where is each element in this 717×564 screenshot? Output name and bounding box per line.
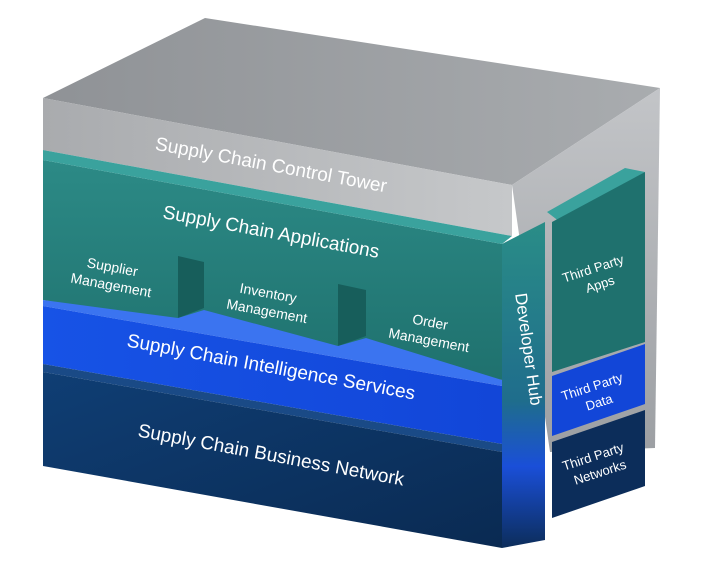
business-network-front-face	[43, 372, 502, 548]
third-party-data-face	[552, 344, 645, 436]
applications-front-face	[43, 160, 502, 380]
business-network-block: Supply Chain Business Network	[43, 364, 502, 548]
module-divider-left	[178, 256, 204, 318]
third-party-apps-top	[547, 168, 645, 222]
applications-block: Supply Chain Applications Supplier Manag…	[43, 150, 512, 380]
third-party-networks-face	[552, 410, 645, 518]
module-divider-right	[338, 284, 366, 346]
third-party-networks-block: Third Party Networks	[552, 410, 645, 518]
third-party-data-block: Third Party Data	[552, 344, 645, 436]
intelligence-front-face	[43, 306, 502, 444]
module-order-line1: Order	[411, 311, 449, 333]
business-network-top-edge	[43, 364, 502, 452]
control-tower-top-face	[43, 18, 660, 185]
intelligence-top-edge	[43, 300, 502, 386]
developer-hub-column: Developer Hub	[502, 222, 546, 548]
applications-top-edge	[43, 150, 512, 244]
third-party-apps-face	[552, 172, 645, 372]
third-party-apps-block: Third Party Apps	[547, 168, 645, 372]
control-tower-front-face	[43, 98, 512, 236]
developer-hub-face	[502, 222, 545, 548]
